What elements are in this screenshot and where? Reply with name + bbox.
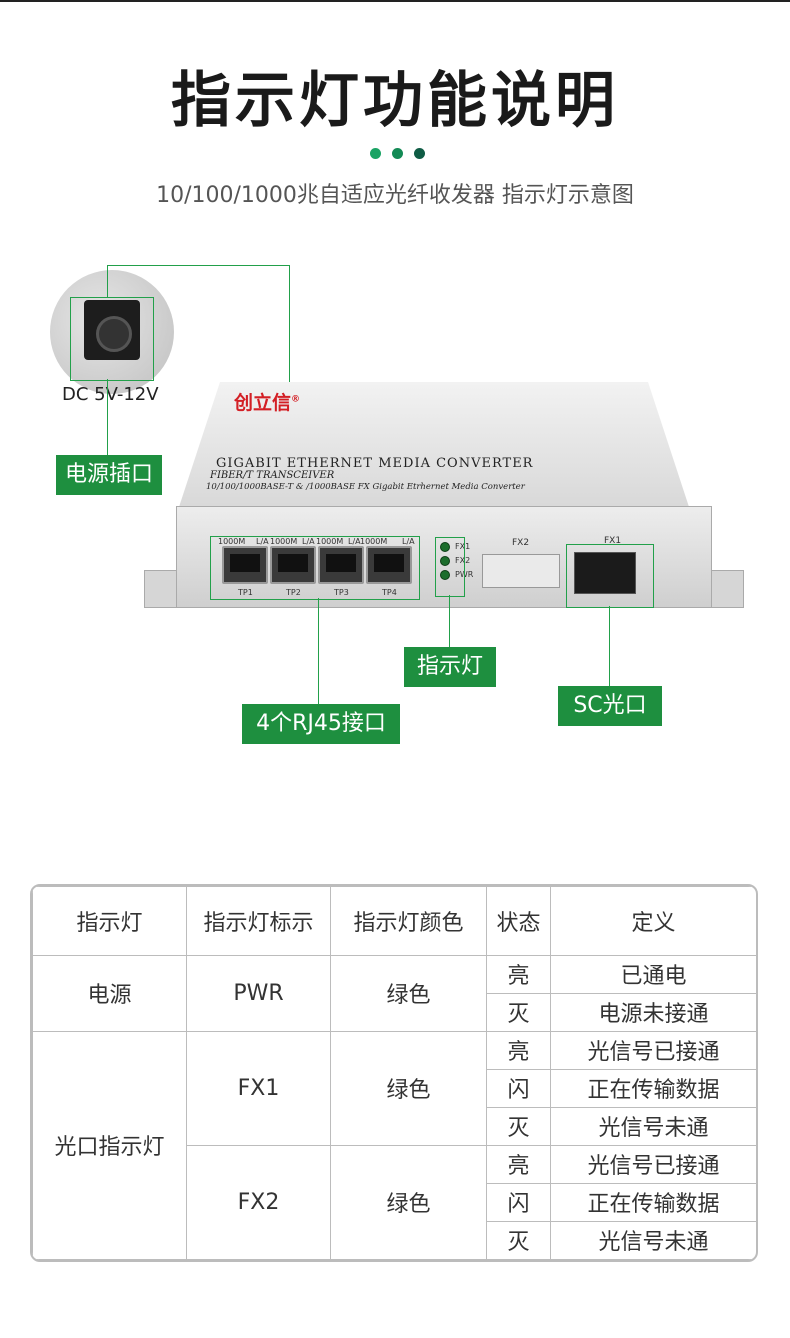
indicator-tag: 指示灯 (404, 647, 496, 687)
fx1-port-label: FX1 (604, 536, 622, 546)
tp2-speed-label: 1000M (270, 537, 298, 546)
tp4-speed-label: 1000M (360, 537, 388, 546)
power-line-down (289, 265, 290, 385)
device-spec: 10/100/1000BASE-T & /1000BASE FX Gigabit… (206, 482, 525, 492)
power-line-horizontal (107, 265, 290, 266)
table-header-row: 指示灯 指示灯标示 指示灯颜色 状态 定义 (32, 886, 756, 956)
indicator-table: 指示灯 指示灯标示 指示灯颜色 状态 定义 电源 PWR 绿色 亮 已通电 灭 … (30, 884, 758, 1262)
header-definition: 定义 (550, 886, 756, 956)
fx1-color-cell: 绿色 (330, 1030, 487, 1146)
rj45-port-tp3[interactable] (318, 546, 364, 584)
dc-jack-hole (96, 316, 132, 352)
dc-voltage-label: DC 5V-12V (62, 384, 159, 405)
fx2-mark-cell: FX2 (186, 1144, 331, 1260)
fx1-sc-port[interactable] (574, 552, 636, 594)
rj45-port-tp4[interactable] (366, 546, 412, 584)
tp3-speed-label: 1000M (316, 537, 344, 546)
led-pwr (440, 570, 450, 580)
page-title: 指示灯功能说明 (171, 66, 619, 136)
state-cell: 亮 (486, 1030, 551, 1070)
rj45-highlight-box (210, 536, 420, 600)
rj45-port-tp2[interactable] (270, 546, 316, 584)
definition-cell: 正在传输数据 (550, 1068, 756, 1108)
table-row: 电源 PWR 绿色 亮 已通电 (32, 954, 756, 1032)
header-indicator: 指示灯 (32, 886, 187, 956)
power-mark-cell: PWR (186, 954, 331, 1032)
table-row: 灭 光信号未通 (33, 1106, 756, 1146)
led-fx1 (440, 542, 450, 552)
definition-cell: 已通电 (550, 954, 756, 994)
led-fx2 (440, 556, 450, 566)
rj45-port-tp1[interactable] (222, 546, 268, 584)
tp4-la-label: L/A (402, 537, 415, 546)
device-top-panel (178, 382, 690, 510)
power-color-cell: 绿色 (330, 954, 487, 1032)
tp2-label: TP2 (286, 588, 301, 597)
power-highlight-box (70, 297, 154, 381)
rj45-line (318, 598, 319, 704)
indicator-line (449, 595, 450, 647)
tp3-label: TP3 (334, 588, 349, 597)
state-cell: 亮 (486, 1144, 551, 1184)
dot-2 (392, 148, 403, 159)
tp1-la-label: L/A (256, 537, 269, 546)
optical-name-cell: 光口指示灯 (32, 1030, 187, 1260)
header-color: 指示灯颜色 (330, 886, 487, 956)
fx2-color-cell: 绿色 (330, 1144, 487, 1260)
table-row: FX2 绿色 亮 光信号已接通 (33, 1144, 756, 1260)
fx1-mark-cell: FX1 (186, 1030, 331, 1146)
sc-highlight-box (566, 544, 654, 608)
table-row: 闪 正在传输数据 (33, 1182, 756, 1222)
led-fx1-label: FX1 (455, 542, 471, 551)
page-subtitle: 10/100/1000兆自适应光纤收发器 指示灯示意图 (156, 183, 634, 208)
tp3-la-label: L/A (348, 537, 361, 546)
header-mark: 指示灯标示 (186, 886, 331, 956)
state-cell: 闪 (486, 1182, 551, 1222)
table-row: 光口指示灯 FX1 绿色 亮 光信号已接通 (32, 1030, 756, 1260)
definition-cell: 光信号未通 (550, 1106, 756, 1146)
dot-3 (414, 148, 425, 159)
definition-cell: 电源未接通 (550, 992, 756, 1032)
device-subtitle: FIBER/T TRANSCEIVER (210, 470, 335, 481)
state-cell: 灭 (486, 992, 551, 1032)
power-line-tag (107, 379, 108, 455)
power-socket-tag: 电源插口 (56, 455, 162, 495)
tp1-speed-label: 1000M (218, 537, 246, 546)
dot-1 (370, 148, 381, 159)
state-cell: 灭 (486, 1220, 551, 1260)
led-highlight-box (435, 537, 465, 597)
tp4-label: TP4 (382, 588, 397, 597)
state-cell: 灭 (486, 1106, 551, 1146)
definition-cell: 正在传输数据 (550, 1182, 756, 1222)
table-row: 灭 电源未接通 (33, 992, 756, 1032)
power-line-up (107, 265, 108, 297)
tp2-la-label: L/A (302, 537, 315, 546)
definition-cell: 光信号已接通 (550, 1030, 756, 1070)
device-title: GIGABIT ETHERNET MEDIA CONVERTER (216, 456, 534, 471)
header-state: 状态 (486, 886, 551, 956)
led-fx2-label: FX2 (455, 556, 471, 565)
sc-line (609, 606, 610, 686)
power-name-cell: 电源 (32, 954, 187, 1032)
definition-cell: 光信号已接通 (550, 1144, 756, 1184)
table-row: 闪 正在传输数据 (33, 1068, 756, 1108)
definition-cell: 光信号未通 (550, 1220, 756, 1260)
brand-logo: 创立信® (234, 392, 301, 414)
rj45-tag: 4个RJ45接口 (242, 704, 400, 744)
state-cell: 亮 (486, 954, 551, 994)
top-border (0, 0, 790, 2)
tp1-label: TP1 (238, 588, 253, 597)
sc-tag: SC光口 (558, 686, 662, 726)
table-row: 灭 光信号未通 (33, 1220, 756, 1260)
state-cell: 闪 (486, 1068, 551, 1108)
fx2-port-label: FX2 (512, 538, 530, 548)
decorative-dots (370, 148, 430, 160)
fx2-port[interactable] (482, 554, 560, 588)
